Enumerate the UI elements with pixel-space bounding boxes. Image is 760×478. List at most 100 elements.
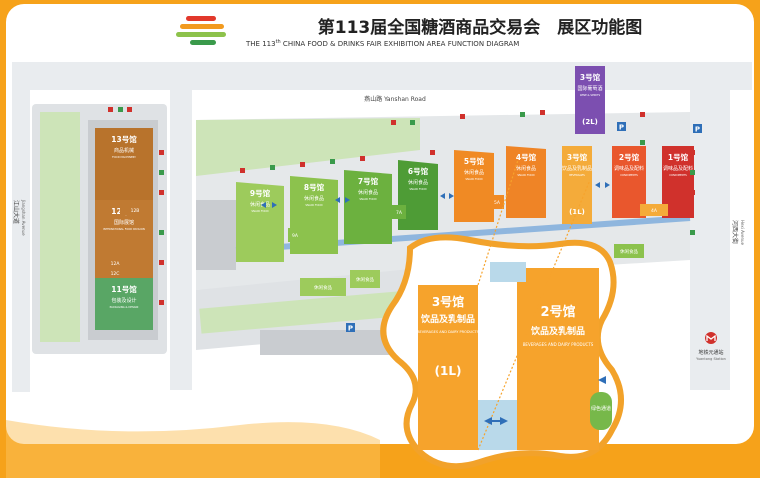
sub-hall-label: 12B: [131, 208, 140, 214]
page-title: 第113届全国糖酒商品交易会 展区功能图: [318, 17, 643, 38]
hall-category-en: FOOD MACHINERY: [112, 155, 136, 159]
hall-category-en: SNACK FOOD: [251, 209, 268, 213]
sub-hall-label: 12A: [111, 261, 121, 267]
sub-hall-label: 休闲食品: [620, 248, 638, 255]
sub-hall-h4a[interactable]: 4A: [640, 204, 668, 216]
zoom-hall-2-en: BEVERAGES AND DAIRY PRODUCTS: [523, 342, 594, 347]
zoom-green-area: [590, 392, 612, 430]
exit-icon: [118, 107, 695, 235]
hall-category-en: SNACK FOOD: [359, 197, 376, 201]
jinlingjiang-street: [170, 90, 192, 390]
hall-category-en: CONDIMENTS: [669, 173, 687, 177]
zoom-green-label: 绿色通道: [591, 405, 611, 412]
parking-icon: P P P: [346, 122, 702, 333]
sub-hall-h7a[interactable]: 7A: [392, 205, 406, 219]
hall-title: 7号馆: [358, 176, 379, 186]
hall-category: 饮品及乳制品: [562, 165, 592, 172]
arrow-icon: [261, 182, 610, 425]
hall-category: 商品机械: [114, 147, 134, 154]
hexi-avenue: [690, 90, 730, 390]
hall-title: 4号馆: [516, 152, 537, 162]
hall-level: (2L): [582, 118, 598, 126]
sub-hall-label: 5A: [494, 200, 501, 206]
hall-title: 1号馆: [668, 152, 689, 162]
hall-category: 休闲食品: [516, 165, 536, 172]
metro-label: 地铁元通站: [698, 349, 723, 356]
hall-category-en: SNACK FOOD: [409, 187, 426, 191]
hall-category-en: BEVERAGES: [569, 173, 585, 177]
hall-category: 国际展馆: [114, 219, 134, 226]
hall-category-en: SNACK FOOD: [517, 173, 534, 177]
hall-title: 3号馆: [580, 72, 601, 82]
hall-category: 国际葡萄酒: [577, 85, 602, 92]
entrance-icon: [108, 107, 695, 305]
road-label-hexi: 河西大街: [731, 220, 739, 244]
hall-category-en: SNACK FOOD: [305, 203, 322, 207]
metro-label-en: Yuantong Station: [696, 357, 726, 361]
hall-title: 8号馆: [304, 182, 325, 192]
jiangshan-avenue: [12, 62, 30, 392]
hall-category: 休闲食品: [408, 179, 428, 186]
sub-hall-label: 12C: [111, 271, 120, 277]
hall-category: 调味品及配料: [614, 165, 644, 172]
hall-category-en: PACKAGING & DESIGN: [110, 305, 139, 309]
zoom-hall-2-title: 2号馆: [540, 304, 575, 320]
hall-category-en: SNACK FOOD: [465, 177, 482, 181]
road-label-yanshan: 燕山路 Yanshan Road: [364, 95, 426, 103]
hall-category: 休闲食品: [250, 201, 270, 208]
hall-category: 调味品及配料: [663, 165, 693, 172]
sub-hall-side_hall_b[interactable]: 休闲食品: [350, 270, 380, 288]
sub-hall-h9a[interactable]: 9A: [288, 228, 302, 242]
sub-hall-side_hall_c[interactable]: 休闲食品: [614, 244, 644, 258]
hall-category-en: WINE & SPIRITS: [580, 93, 601, 97]
sub-hall-h12b[interactable]: 12B: [120, 205, 150, 215]
svg-text:P: P: [619, 124, 624, 132]
zoom-hall-3[interactable]: [418, 285, 478, 450]
sub-hall-label: 休闲食品: [314, 284, 332, 291]
road-label-hexi-en: Hexi Avenue: [740, 220, 745, 246]
hall-title: 3号馆: [567, 152, 588, 162]
sub-hall-h5a[interactable]: 5A: [490, 195, 504, 209]
zoom-hall-2-sub: 饮品及乳制品: [530, 325, 585, 337]
zoom-hall-3-en: BEVERAGES AND DAIRY PRODUCTS: [417, 330, 480, 334]
svg-text:P: P: [695, 126, 700, 134]
hall-category: 休闲食品: [464, 169, 484, 176]
zoom-hall-3-title: 3号馆: [432, 294, 464, 309]
svg-text:P: P: [348, 325, 353, 333]
yanshan-road: [12, 62, 752, 90]
sub-hall-h12c[interactable]: 12C: [100, 268, 130, 278]
metro-icon: [705, 332, 717, 344]
zoom-hall-3-sub: 饮品及乳制品: [420, 313, 475, 325]
hall-category: 休闲食品: [358, 189, 378, 196]
sub-hall-h12a[interactable]: 12A: [100, 258, 130, 268]
hall-title: 2号馆: [619, 152, 640, 162]
sub-hall-side_hall_a[interactable]: 休闲食品: [300, 278, 346, 296]
road-label-jiangshan-en: Jiangshan Avenue: [21, 199, 26, 236]
hall-title: 13号馆: [111, 134, 137, 144]
sub-hall-label: 7A: [396, 210, 403, 216]
sub-hall-label: 4A: [651, 208, 658, 214]
hall-category: 休闲食品: [304, 195, 324, 202]
zoom-hall-2[interactable]: [517, 268, 599, 450]
hall-title: 9号馆: [250, 188, 271, 198]
hall-title: 6号馆: [408, 166, 429, 176]
page-subtitle: THE 113th CHINA FOOD & DRINKS FAIR EXHIB…: [245, 39, 519, 48]
hall-category-en: CONDIMENTS: [620, 173, 638, 177]
hall-category: 包装及设计: [111, 297, 136, 304]
sub-hall-label: 休闲食品: [356, 276, 374, 283]
sub-hall-label: 9A: [292, 233, 299, 239]
